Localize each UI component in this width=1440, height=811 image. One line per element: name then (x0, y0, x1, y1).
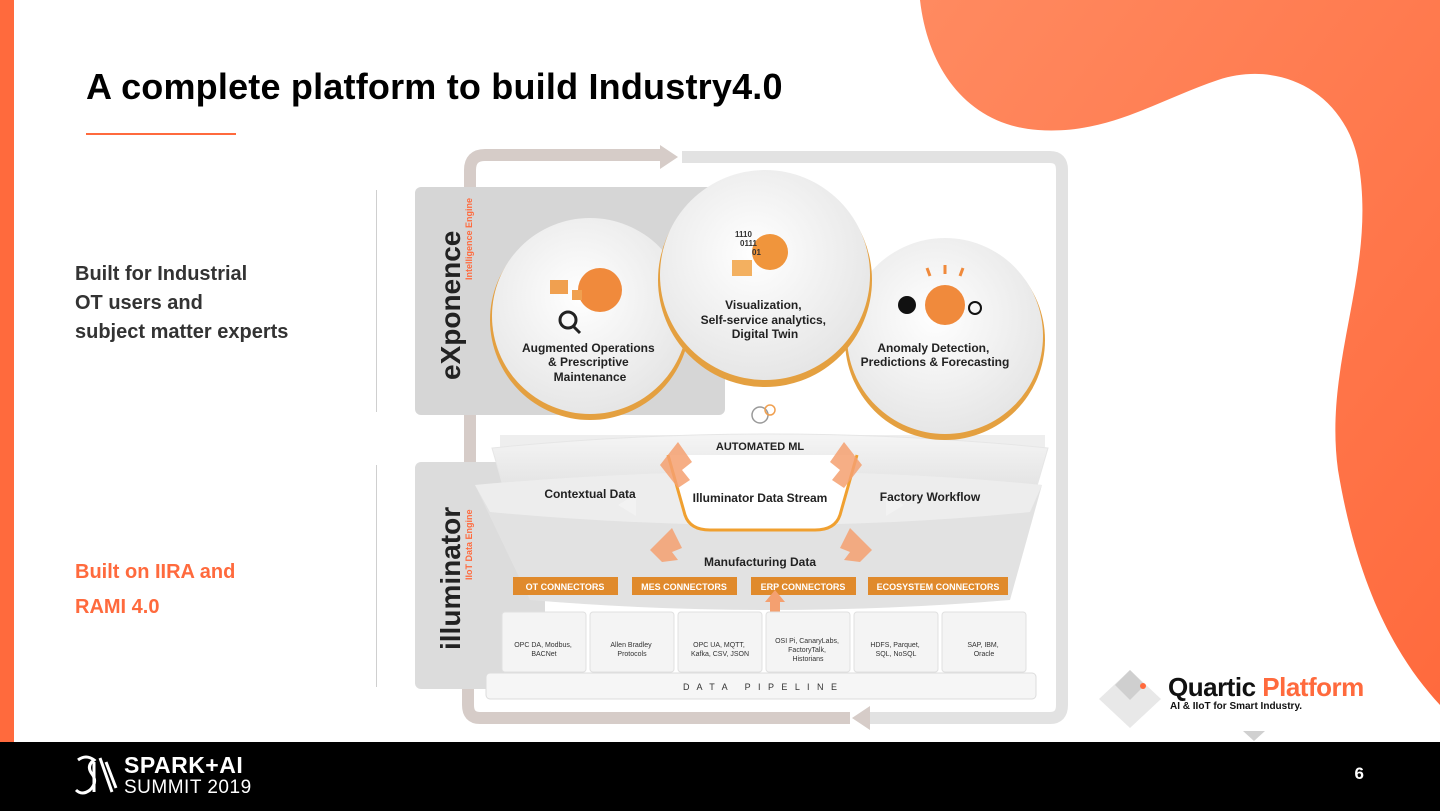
contextual-data-label: Contextual Data (544, 487, 636, 501)
footer-logo-title: SPARK+AI (124, 752, 244, 778)
spark-ai-logo-icon (74, 755, 118, 795)
up-arrow-left (660, 442, 692, 488)
illuminator-sublabel: IIoT Data Engine (464, 509, 474, 580)
divider-line (376, 465, 377, 687)
up-arrow-right (830, 442, 862, 488)
orange-blob-decoration (920, 0, 1440, 705)
source-text: OPC DA, Modbus, BACNet (514, 642, 574, 658)
circle-visualization (660, 170, 870, 380)
up-arrow-lower-left (650, 528, 682, 562)
exponence-sublabel: Intelligence Engine (464, 198, 474, 280)
down-up-arrow (765, 590, 785, 618)
circle-text-augmented: Augmented Operations & Prescriptive Main… (522, 341, 658, 384)
source-box (941, 611, 1027, 673)
built-for-line: subject matter experts (75, 321, 289, 343)
factory-workflow-label: Factory Workflow (880, 490, 981, 504)
exponence-label: eXponence (435, 231, 466, 380)
loop-arrow-right (660, 145, 678, 169)
circle-text-visualization: Visualization, Self-service analytics, D… (701, 298, 830, 341)
built-for-line: OT users and (75, 292, 203, 314)
built-on-text: Built on IIRA and RAMI 4.0 (75, 555, 235, 625)
built-on-line: Built on IIRA and (75, 561, 236, 583)
circle-text-anomaly: Anomaly Detection, Predictions & Forecas… (861, 341, 1010, 369)
binary-text: 01 (752, 248, 761, 257)
page-number: 6 (1354, 764, 1364, 783)
circle-anomaly (847, 238, 1043, 434)
small-triangle-icon (1243, 731, 1265, 741)
quartic-platform: Platform (1262, 672, 1364, 702)
binary-text: 0111 (740, 239, 757, 248)
source-box (677, 611, 763, 673)
quartic-wordmark: Quartic Platform (1168, 672, 1364, 703)
source-box (501, 611, 587, 673)
quartic-logo-icon (1099, 670, 1161, 728)
title-underline (86, 133, 236, 135)
illuminator-label: illuminator (435, 507, 466, 650)
analytics-head-icon: 1110 0111 01 (732, 230, 788, 276)
erp-connectors-box (751, 577, 856, 595)
data-pipeline-label: D A T A P I P E L I N E (683, 682, 837, 692)
footer-logo-subtitle: SUMMIT 2019 (124, 777, 252, 798)
manufacturing-data-label: Manufacturing Data (704, 555, 816, 569)
ecosystem-connectors-box (868, 577, 1008, 595)
right-arrow (886, 494, 904, 516)
data-stream-label: Illuminator Data Stream (693, 491, 828, 505)
loop-frame (682, 151, 1068, 724)
loop-arrow-left (852, 706, 870, 730)
footer-bar (0, 742, 1440, 811)
source-box (589, 611, 675, 673)
lightbulb-gear-icon (751, 404, 776, 424)
connector-label: ECOSYSTEM CONNECTORS (877, 582, 1000, 592)
built-for-text: Built for Industrial OT users and subjec… (75, 260, 288, 347)
automated-ml-label: AUTOMATED ML (716, 441, 804, 453)
source-text: SAP, IBM, Oracle (967, 642, 1000, 658)
source-text: OSI Pi, CanaryLabs, FactoryTalk, Histori… (775, 638, 841, 663)
up-arrow-lower-right (840, 528, 872, 562)
ot-connectors-box (513, 577, 618, 595)
source-text: HDFS, Parquet, SQL, NoSQL (870, 642, 921, 658)
data-stream-channel (666, 454, 859, 532)
platform-diagram: eXponence Intelligence Engine illuminato… (415, 145, 1068, 730)
slide-title: A complete platform to build Industry4.0 (86, 66, 783, 107)
left-accent-bar (0, 0, 14, 742)
mes-connectors-box (632, 577, 737, 595)
divider-line (376, 190, 377, 412)
built-on-line: RAMI 4.0 (75, 596, 160, 618)
quartic-tagline: AI & IIoT for Smart Industry. (1170, 701, 1303, 712)
quartic-name: Quartic (1168, 672, 1256, 702)
data-pipeline-bar (485, 672, 1037, 700)
brain-icon (898, 265, 982, 325)
operator-head-icon (550, 268, 622, 335)
connector-label: OT CONNECTORS (526, 582, 605, 592)
connector-label: ERP CONNECTORS (761, 582, 846, 592)
binary-text: 1110 (735, 230, 752, 239)
source-text: Allen Bradley Protocols (610, 642, 653, 658)
built-for-line: Built for Industrial (75, 263, 248, 285)
circle-augmented-ops (492, 218, 688, 414)
connector-label: MES CONNECTORS (641, 582, 727, 592)
source-text: OPC UA, MQTT, Kafka, CSV, JSON (691, 642, 749, 658)
source-box (765, 611, 851, 673)
source-box (853, 611, 939, 673)
left-arrow (618, 494, 636, 516)
loop-frame (464, 149, 660, 580)
loop-frame (462, 580, 850, 724)
